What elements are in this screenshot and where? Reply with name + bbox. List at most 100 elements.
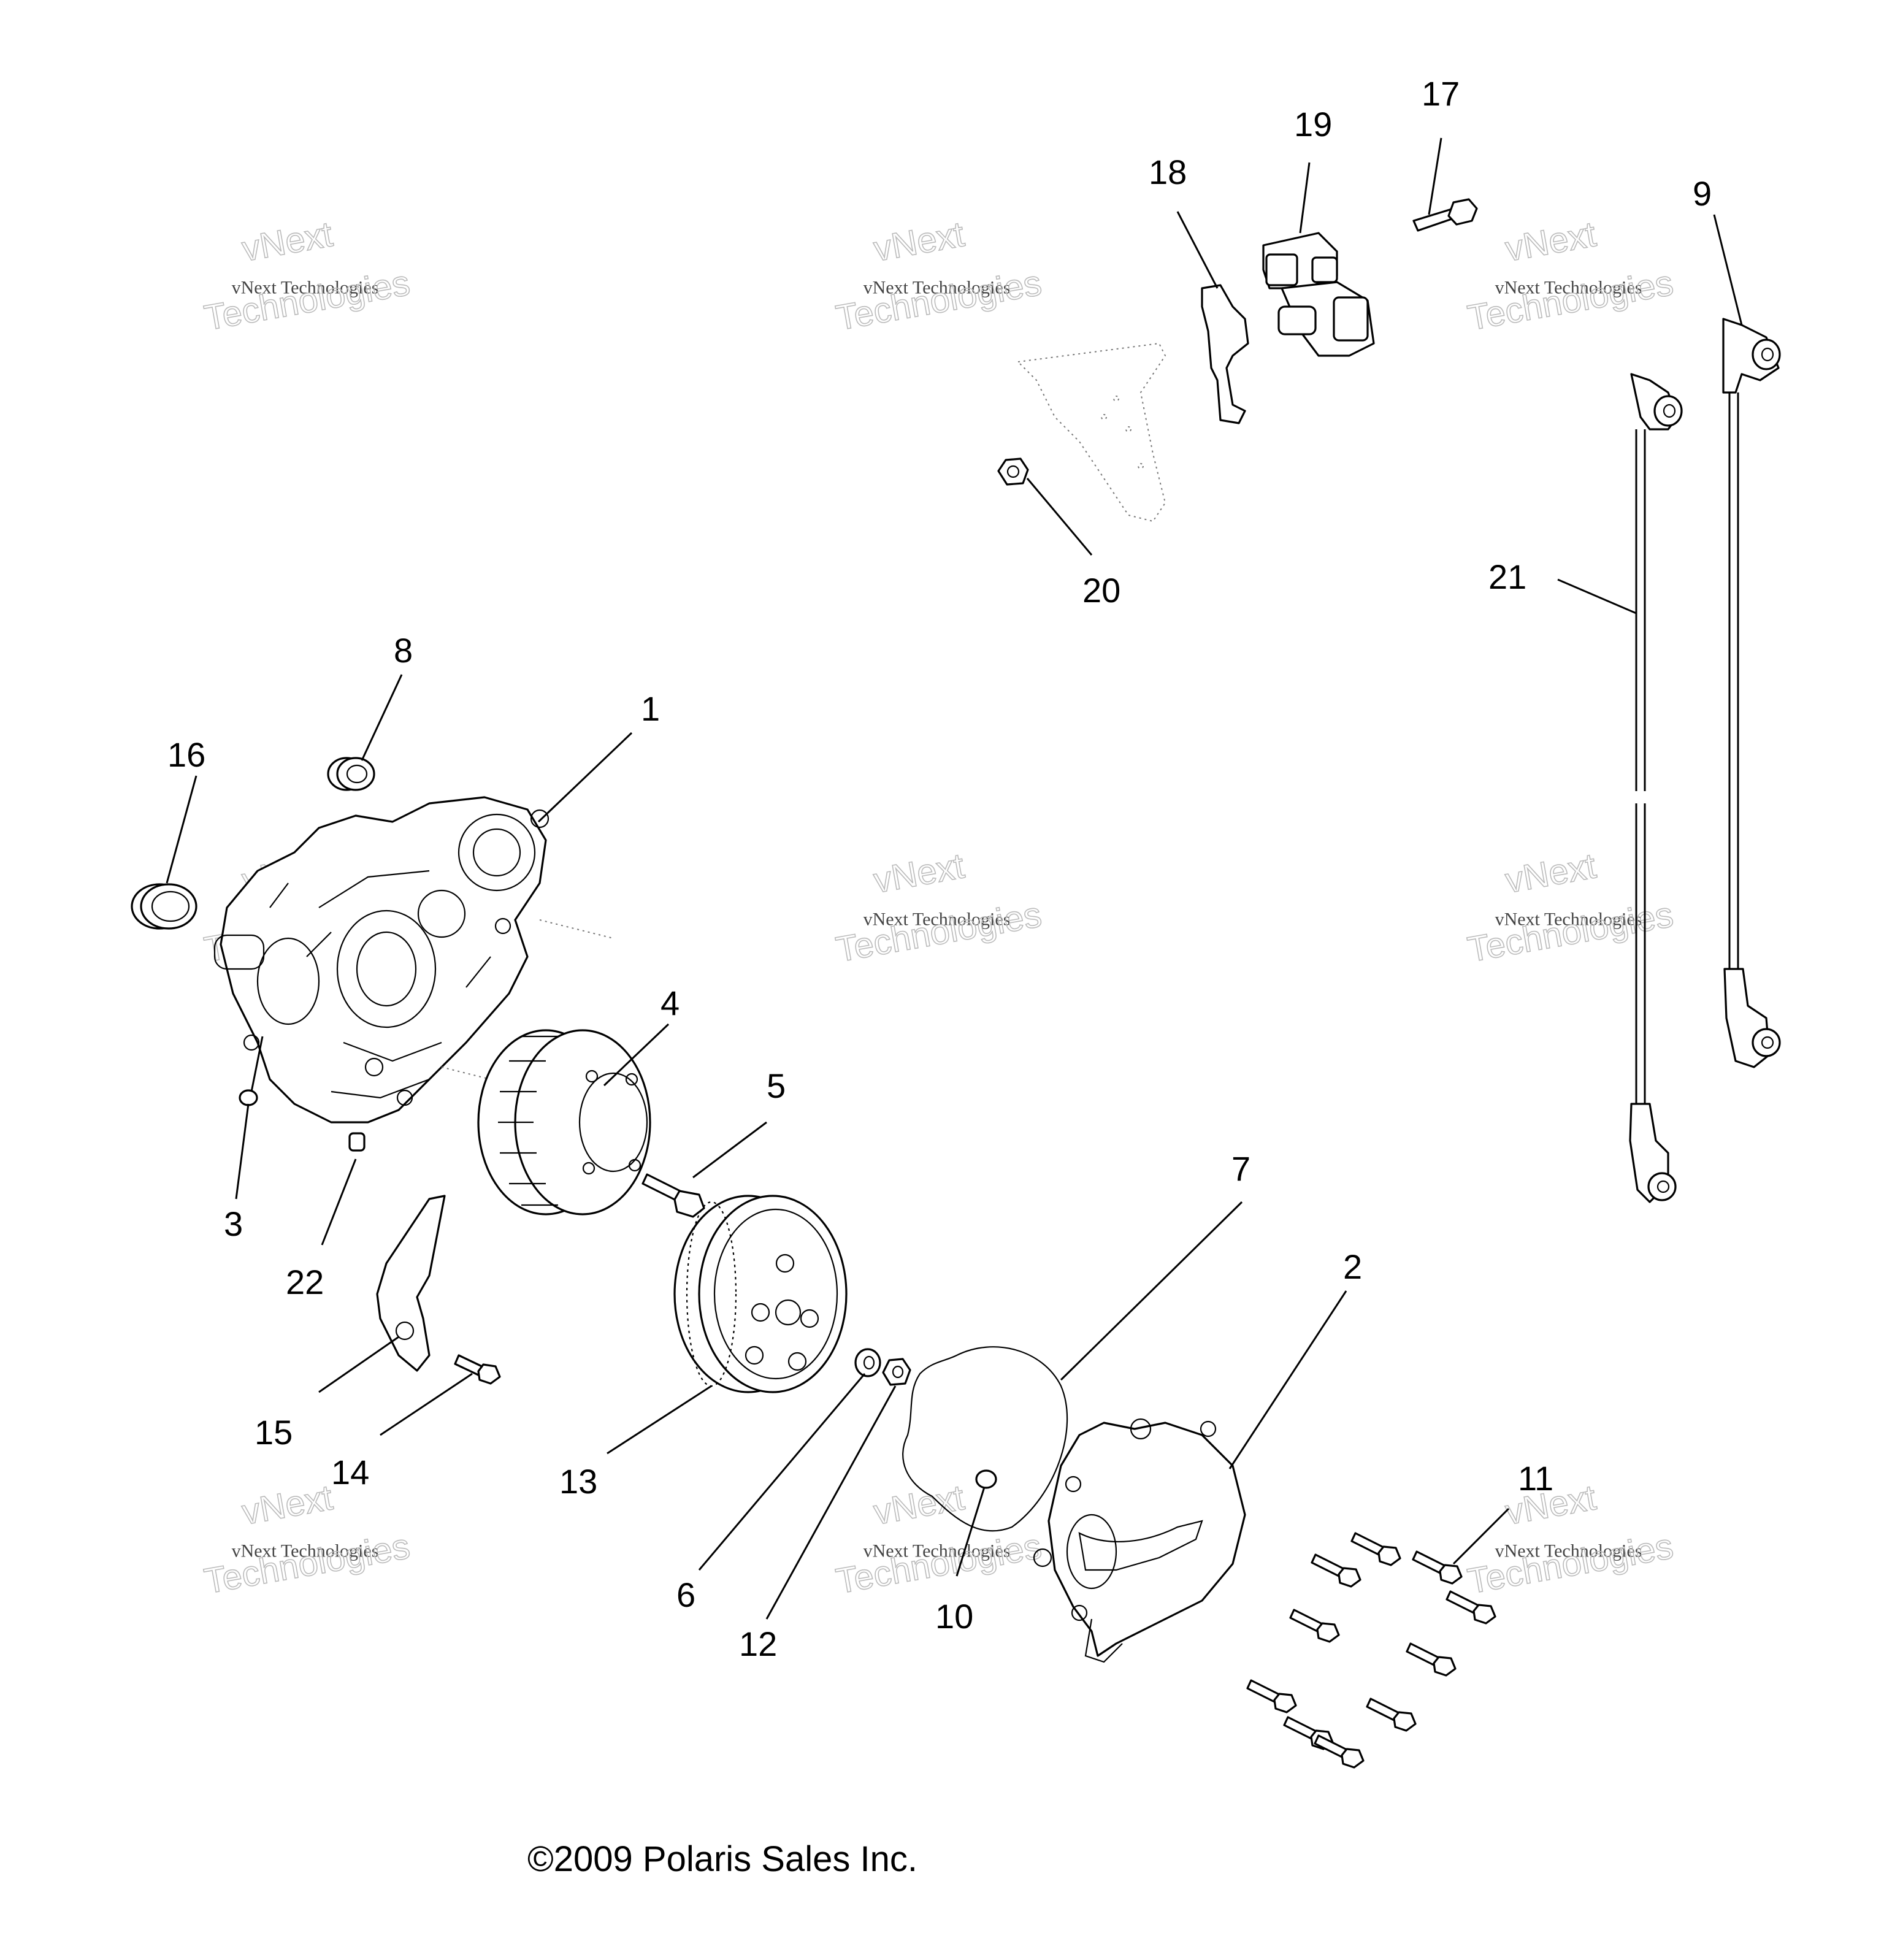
svg-text:vNext Technologies: vNext Technologies [1495, 909, 1642, 930]
leader-19 [1299, 162, 1311, 234]
leader-4 [603, 1023, 670, 1087]
part-gasket-7 [902, 1346, 1068, 1532]
leader-17 [1428, 137, 1442, 215]
leader-18 [1176, 211, 1219, 289]
watermark-9: vNext vNext Technologies Technologies [1465, 1477, 1677, 1602]
callout-21: 21 [1488, 557, 1526, 596]
svg-text:vNext Technologies: vNext Technologies [864, 909, 1011, 930]
svg-text:vNext: vNext [239, 1477, 335, 1533]
part-flywheel-13 [673, 1195, 848, 1393]
callout-14: 14 [331, 1453, 369, 1491]
callout-16: 16 [167, 735, 205, 774]
leader-7 [1060, 1201, 1243, 1381]
leader-3b [250, 1036, 264, 1092]
watermark-7: vNext vNext Technologies Technologies [201, 1477, 413, 1602]
callout-4: 4 [661, 984, 680, 1022]
leader-8 [361, 674, 403, 761]
leader-1 [537, 732, 633, 823]
callout-9: 9 [1693, 174, 1712, 213]
callout-13: 13 [559, 1462, 597, 1501]
part-plug-wire-21 [1629, 373, 1683, 1203]
svg-text:Technologies: Technologies [201, 262, 413, 338]
svg-text:vNext Technologies: vNext Technologies [864, 1541, 1011, 1561]
part-nut-20 [997, 457, 1029, 486]
part-nut-12 [882, 1358, 911, 1386]
part-seal-16 [131, 883, 197, 930]
callout-8: 8 [394, 631, 413, 670]
part-stator-housing [213, 796, 614, 1124]
leader-lines [166, 137, 1743, 1620]
callout-15: 15 [255, 1413, 293, 1452]
watermark-2: vNext vNext Technologies Technologies [833, 213, 1045, 339]
callout-3: 3 [224, 1204, 243, 1243]
svg-text:vNext Technologies: vNext Technologies [232, 1541, 379, 1561]
part-plug-wire-9 [1722, 318, 1781, 1068]
part-shield [1016, 342, 1166, 523]
svg-text:vNext Technologies: vNext Technologies [1495, 278, 1642, 298]
svg-text:vNext: vNext [871, 846, 967, 901]
part-bolt-5 [641, 1173, 705, 1218]
part-bracket-15 [376, 1195, 446, 1372]
svg-text:vNext Technologies: vNext Technologies [1495, 1541, 1642, 1561]
watermark-3: vNext vNext Technologies Technologies [1465, 213, 1677, 339]
callout-numbers: 1 2 3 4 5 6 7 8 9 10 11 12 13 14 15 16 1… [167, 74, 1712, 1663]
part-bolts-11 [1246, 1532, 1496, 1769]
svg-text:vNext: vNext [1503, 214, 1599, 269]
leader-11 [1452, 1507, 1510, 1565]
part-bolt-14 [454, 1354, 501, 1385]
part-plug-10 [975, 1469, 997, 1489]
callout-19: 19 [1294, 105, 1332, 144]
svg-text:vNext: vNext [239, 214, 335, 269]
part-bracket-18 [1201, 284, 1249, 424]
callout-17: 17 [1422, 74, 1460, 113]
svg-text:Technologies: Technologies [1465, 262, 1676, 338]
leader-22 [321, 1158, 357, 1246]
svg-text:Technologies: Technologies [1465, 1526, 1676, 1601]
leader-3 [235, 1103, 250, 1200]
leader-12 [765, 1385, 897, 1620]
copyright-text: ©2009 Polaris Sales Inc. [527, 1839, 917, 1879]
svg-text:Technologies: Technologies [201, 1526, 413, 1601]
part-stator-4 [477, 1029, 651, 1215]
leader-15 [318, 1336, 399, 1393]
svg-text:Technologies: Technologies [833, 894, 1044, 970]
callout-7: 7 [1231, 1149, 1250, 1188]
leader-14 [380, 1372, 473, 1436]
callout-2: 2 [1343, 1247, 1362, 1286]
part-dowel-3 [239, 1089, 258, 1106]
leader-20 [1026, 478, 1093, 556]
callout-22: 22 [286, 1263, 324, 1301]
svg-text:Technologies: Technologies [833, 262, 1044, 338]
part-pin-22 [348, 1132, 366, 1152]
watermark-6: vNext vNext Technologies Technologies [1465, 845, 1677, 970]
leader-10 [955, 1487, 986, 1577]
part-washer-6 [854, 1348, 881, 1377]
leader-9 [1713, 214, 1743, 326]
leader-6 [698, 1373, 866, 1571]
watermark-1: vNext vNext Technologies Technologies [201, 213, 413, 339]
callout-5: 5 [767, 1066, 786, 1105]
leader-2 [1228, 1290, 1347, 1469]
callout-12: 12 [739, 1625, 777, 1663]
callout-18: 18 [1149, 153, 1187, 191]
part-cover-2 [1033, 1418, 1246, 1663]
leader-21 [1557, 578, 1637, 614]
callout-6: 6 [676, 1575, 695, 1614]
callout-20: 20 [1082, 571, 1120, 610]
svg-text:vNext: vNext [1503, 846, 1599, 901]
svg-text:vNext Technologies: vNext Technologies [232, 278, 379, 298]
watermark-5: vNext vNext Technologies Technologies [833, 845, 1045, 970]
callout-1: 1 [641, 689, 660, 728]
svg-text:vNext: vNext [871, 1477, 967, 1533]
part-bolt-17 [1412, 198, 1478, 232]
leader-13 [607, 1385, 712, 1455]
callout-10: 10 [935, 1597, 973, 1636]
svg-text:vNext Technologies: vNext Technologies [864, 278, 1011, 298]
part-coil-19 [1262, 232, 1375, 357]
leader-16 [166, 775, 197, 884]
watermark-8: vNext vNext Technologies Technologies [833, 1477, 1045, 1602]
leader-5 [692, 1121, 767, 1179]
callout-11: 11 [1518, 1459, 1553, 1498]
part-bearing-8 [327, 757, 375, 791]
